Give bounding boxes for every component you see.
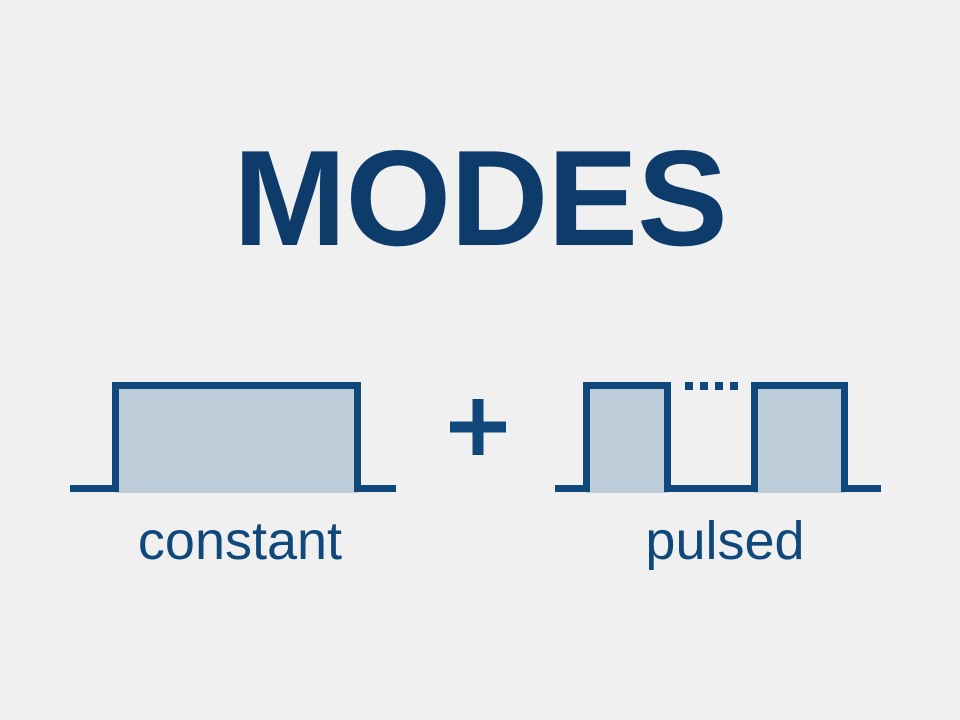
plus-horizontal-bar <box>450 421 506 433</box>
waveform-label-pulsed: pulsed <box>645 511 805 571</box>
plus-operator-icon <box>450 399 506 455</box>
ellipsis-dot <box>715 382 723 390</box>
waveform-svg <box>70 382 881 493</box>
page-title: MODES <box>233 122 728 274</box>
modes-diagram <box>0 360 960 600</box>
ellipsis-dot <box>700 382 708 390</box>
ellipsis-dots-icon <box>685 382 738 390</box>
ellipsis-dot <box>685 382 693 390</box>
waveform-pulsed <box>555 382 881 493</box>
pulsed-pulse-2-fill <box>754 385 845 493</box>
ellipsis-dot <box>730 382 738 390</box>
waveform-label-constant: constant <box>137 511 343 571</box>
pulsed-pulse-1-fill <box>586 385 668 493</box>
constant-pulse-fill <box>115 385 358 493</box>
constant-pulse-outline <box>70 382 396 492</box>
pulsed-pulse-outline <box>555 382 881 492</box>
waveform-constant <box>70 382 396 493</box>
